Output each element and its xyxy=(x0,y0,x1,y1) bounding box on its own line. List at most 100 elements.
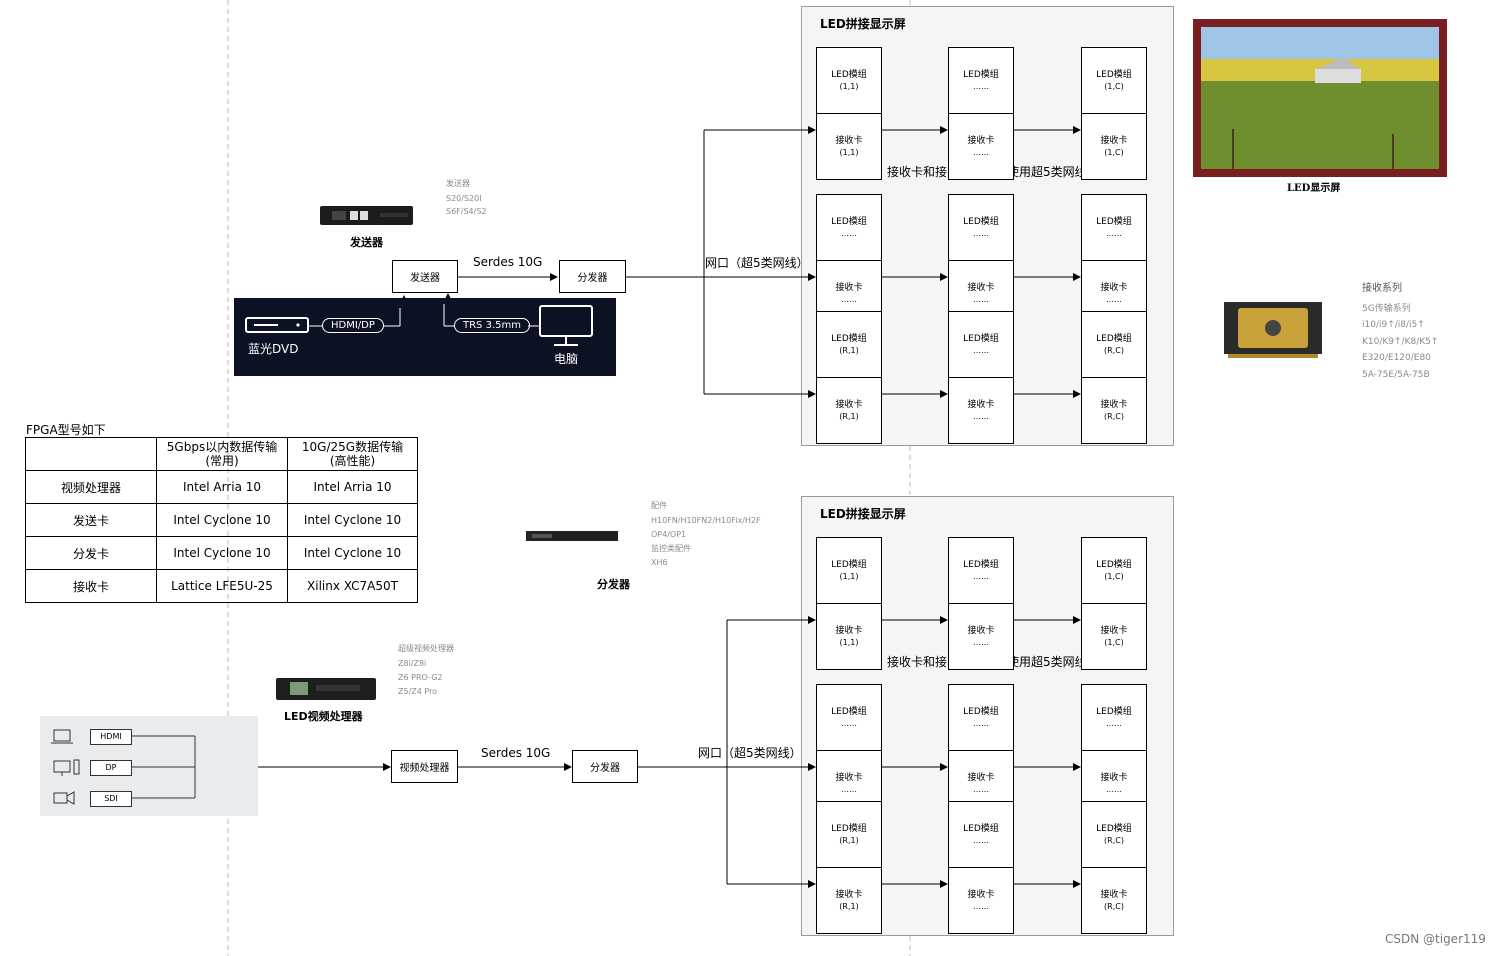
table-row: 视频处理器 Intel Arria 10 Intel Arria 10 xyxy=(25,470,418,504)
processor-spec-1: Z8i/Z8i xyxy=(398,659,427,668)
led-module-card: LED模组(R,1)接收卡(R,1) xyxy=(816,801,882,934)
card-label: 接收卡 xyxy=(1100,890,1128,900)
card-index: …… xyxy=(973,785,989,794)
card-index: …… xyxy=(973,412,989,421)
receiver-card: 接收卡…… xyxy=(949,114,1013,180)
receiver-card: 接收卡(R,1) xyxy=(817,378,881,444)
card-label: 接收卡 xyxy=(1100,283,1128,293)
landscape-image xyxy=(1201,27,1439,169)
receiver-card: 接收卡(1,1) xyxy=(817,604,881,670)
rack-unit-icon xyxy=(320,206,413,225)
card-label: 接收卡 xyxy=(1100,136,1128,146)
led-module: LED模组…… xyxy=(1082,195,1146,261)
table-cell: Intel Cyclone 10 xyxy=(287,536,418,570)
module-index: …… xyxy=(841,718,857,728)
sender-spec-1: S20/S20I xyxy=(446,194,482,203)
card-label: 接收卡 xyxy=(1100,400,1128,410)
module-index: (1,C) xyxy=(1104,81,1124,91)
card-label: 接收卡 xyxy=(835,283,863,293)
receiver-card: 接收卡…… xyxy=(949,604,1013,670)
receiver-card: 接收卡…… xyxy=(949,261,1013,327)
dp-input: DP xyxy=(90,760,132,776)
receiver-spec-title: 接收系列 xyxy=(1362,283,1402,294)
card-index: (1,C) xyxy=(1104,148,1124,157)
module-label: LED模组 xyxy=(831,706,867,717)
receiver-card: 接收卡 …… xyxy=(1082,751,1146,817)
led-module: LED模组(1,1) xyxy=(817,48,881,114)
led-module-card: LED模组……接收卡…… xyxy=(816,684,882,817)
card-index: (R,1) xyxy=(839,902,859,911)
card-label: 接收卡 xyxy=(1100,773,1128,783)
card-label: 接收卡 xyxy=(835,773,863,783)
led-module: LED模组…… xyxy=(949,312,1013,378)
table-cell: Lattice LFE5U-25 xyxy=(156,569,288,603)
splitter-device-image xyxy=(526,528,618,544)
header-line: 10G/25G数据传输 xyxy=(301,440,404,454)
trs-pill: TRS 3.5mm xyxy=(454,318,530,333)
table-cell: Intel Cyclone 10 xyxy=(156,536,288,570)
table-row: 发送卡 Intel Cyclone 10 Intel Cyclone 10 xyxy=(25,503,418,537)
module-label: LED模组 xyxy=(831,216,867,227)
card-label: 接收卡 xyxy=(835,136,863,146)
led-module-card: LED模组(1,1) 接收卡 (1,1) xyxy=(816,47,882,180)
photo-caption: LED显示屏 xyxy=(1287,183,1341,194)
table-cell: 发送卡 xyxy=(25,503,157,537)
splitter-spec-title: 配件 xyxy=(651,501,667,510)
input-wiring xyxy=(51,729,196,805)
led-module: LED模组(R,1) xyxy=(817,802,881,868)
module-index: …… xyxy=(1106,718,1122,728)
led-module: LED模组…… xyxy=(949,538,1013,604)
led-module: LED模组(1,C) xyxy=(1082,48,1146,114)
led-module: LED模组(1,C) xyxy=(1082,538,1146,604)
led-module-card: LED模组……接收卡…… xyxy=(948,801,1014,934)
serdes-label-top: Serdes 10G xyxy=(473,255,543,269)
sdi-input: SDI xyxy=(90,791,132,807)
processor-caption: LED视频处理器 xyxy=(284,710,363,723)
watermark: CSDN @tiger119 xyxy=(1385,932,1486,946)
led-module-card: LED模组……接收卡…… xyxy=(948,194,1014,327)
hdmi-input: HDMI xyxy=(90,729,132,745)
module-index: (R,C) xyxy=(1104,835,1124,845)
led-module-card: LED模组(1,1)接收卡(1,1) xyxy=(816,537,882,670)
dvd-label: 蓝光DVD xyxy=(248,342,299,356)
card-index: …… xyxy=(973,295,989,304)
receiver-card-image xyxy=(1224,302,1322,358)
card-index: (R,1) xyxy=(839,412,859,421)
source-banner-top: HDMI/DP TRS 3.5mm 蓝光DVD 电脑 xyxy=(234,298,616,376)
module-index: (1,1) xyxy=(839,81,859,91)
module-index: (1,1) xyxy=(839,571,859,581)
module-label: LED模组 xyxy=(1096,706,1132,717)
module-index: (R,1) xyxy=(839,835,859,845)
processor-device-image xyxy=(276,676,376,702)
led-module-card: LED模组……接收卡…… xyxy=(1081,194,1147,327)
receiver-spec-1: 5G传输系列 xyxy=(1362,304,1411,314)
led-module: LED模组(1,1) xyxy=(817,538,881,604)
receiver-card: 接收卡(1,C) xyxy=(1082,604,1146,670)
processor-spec-3: Z5/Z4 Pro xyxy=(398,687,438,696)
network-label-top: 网口（超5类网线） xyxy=(705,256,809,270)
receiver-card: 接收卡 …… xyxy=(949,378,1013,444)
led-module-card: LED模组(1,C)接收卡(1,C) xyxy=(1081,537,1147,670)
table-cell: 分发卡 xyxy=(25,536,157,570)
table-cell: Intel Cyclone 10 xyxy=(287,503,418,537)
circuit-board-icon xyxy=(1224,302,1322,358)
table-cell: Intel Arria 10 xyxy=(287,470,418,504)
card-label: 接收卡 xyxy=(967,400,995,410)
led-module: LED模组…… xyxy=(949,685,1013,751)
card-index: (1,1) xyxy=(839,148,859,157)
led-module: LED模组…… xyxy=(817,195,881,261)
sender-device-image xyxy=(320,203,413,227)
led-module-card: LED模组(R,1)接收卡(R,1) xyxy=(816,311,882,444)
rack-unit-icon xyxy=(276,678,376,700)
table-cell: Intel Cyclone 10 xyxy=(156,503,288,537)
splitter-box-top: 分发器 xyxy=(559,260,626,293)
card-index: …… xyxy=(1106,785,1122,794)
module-label: LED模组 xyxy=(1096,823,1132,834)
dvd-player-icon xyxy=(245,304,593,346)
splitter-spec-1: H10FN/H10FN2/H10Fix/H2F xyxy=(651,516,761,525)
panel-title: LED拼接显示屏 xyxy=(820,17,906,31)
rack-unit-icon xyxy=(526,531,618,541)
table-header-cell xyxy=(25,437,157,471)
card-index: …… xyxy=(973,148,989,157)
module-label: LED模组 xyxy=(831,823,867,834)
